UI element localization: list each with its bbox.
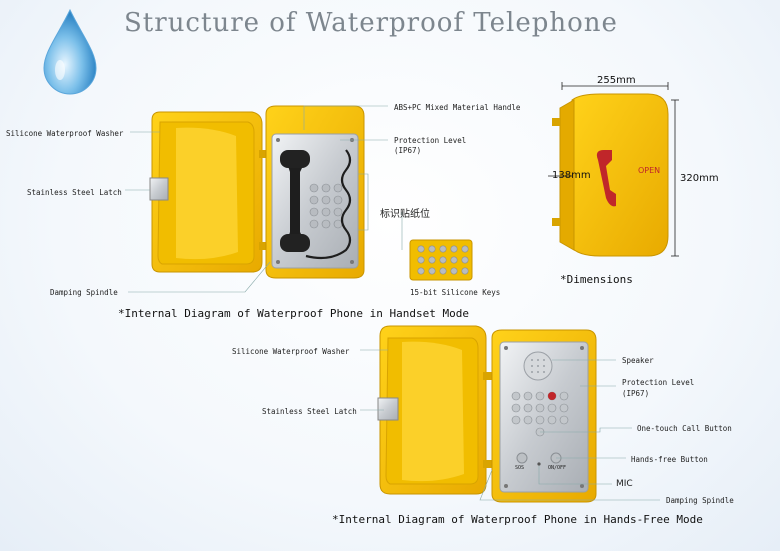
handsfree-button-label: Hands-free Button (631, 455, 708, 464)
handset-ip-label: (IP67) (394, 146, 422, 155)
call-button-label: One-touch Call Button (637, 424, 732, 433)
sticker-position-label: 标识贴纸位 (380, 209, 430, 220)
page-title: Structure of Waterproof Telephone (124, 8, 618, 38)
speaker-label: Speaker (622, 356, 654, 365)
open-label: OPEN (638, 166, 661, 175)
handset-washer-label: Silicone Waterproof Washer (6, 129, 124, 138)
handsfree-latch-label: Stainless Steel Latch (262, 407, 357, 416)
handset-handle-label: ABS+PC Mixed Material Handle (394, 103, 521, 112)
silicone-keys-label: 15-bit Silicone Keys (410, 288, 501, 297)
handset-protection-label: Protection Level (394, 136, 467, 145)
width-dimension: 255mm (597, 75, 636, 86)
sos-label: SOS (515, 465, 525, 471)
handset-mode-caption: *Internal Diagram of Waterproof Phone in… (118, 307, 469, 320)
handsfree-spindle-label: Damping Spindle (666, 496, 734, 505)
handsfree-protection-label: Protection Level (622, 378, 695, 387)
handset-latch-label: Stainless Steel Latch (27, 188, 122, 197)
handset-spindle-label: Damping Spindle (50, 288, 118, 297)
depth-dimension: 138mm (552, 170, 591, 181)
mic-label: MIC (616, 479, 633, 489)
handsfree-ip-label: (IP67) (622, 389, 650, 398)
onoff-label: ON/OFF (548, 465, 567, 471)
handsfree-mode-caption: *Internal Diagram of Waterproof Phone in… (332, 513, 703, 526)
height-dimension: 320mm (680, 173, 719, 184)
dimensions-caption: *Dimensions (560, 273, 633, 286)
handsfree-washer-label: Silicone Waterproof Washer (232, 347, 350, 356)
